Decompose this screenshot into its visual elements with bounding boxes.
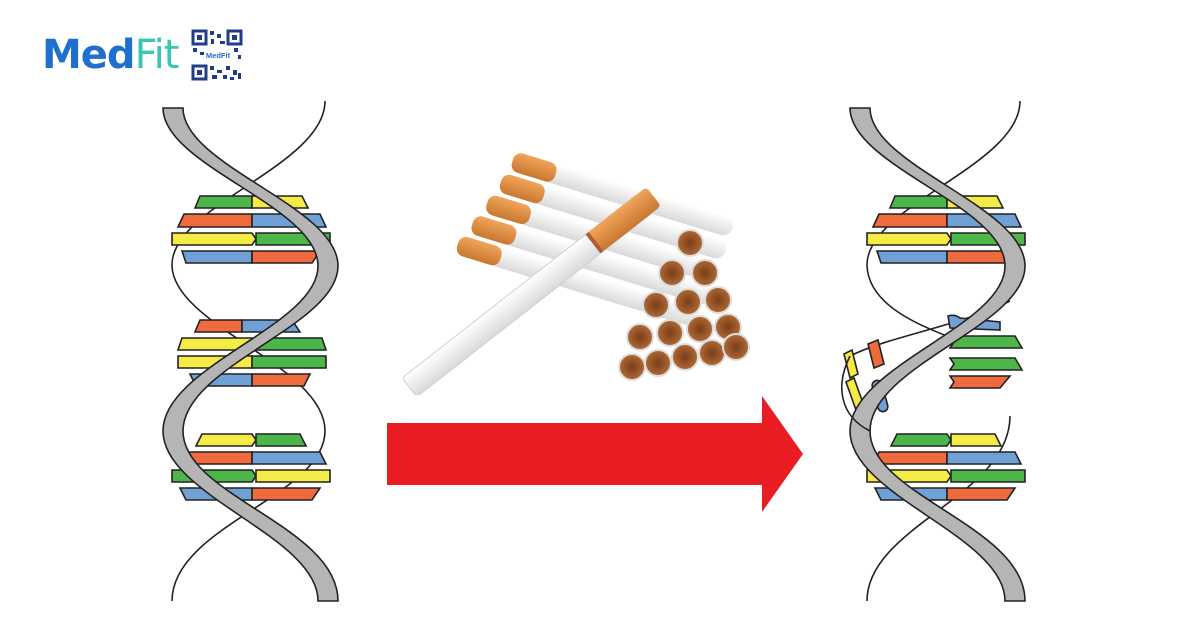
medfit-logo: MedFit MedFit bbox=[42, 28, 245, 82]
right-arrow-icon bbox=[387, 396, 803, 512]
logo-fit: Fit bbox=[134, 32, 180, 78]
qr-label: MedFit bbox=[206, 51, 231, 60]
healthy-dna-illustration bbox=[162, 100, 339, 602]
logo-text: MedFit bbox=[42, 32, 180, 78]
qr-code-icon: MedFit bbox=[190, 28, 245, 82]
cigarettes-illustration bbox=[403, 153, 750, 395]
logo-med: Med bbox=[42, 32, 136, 78]
damaged-dna-illustration bbox=[841, 100, 1026, 602]
